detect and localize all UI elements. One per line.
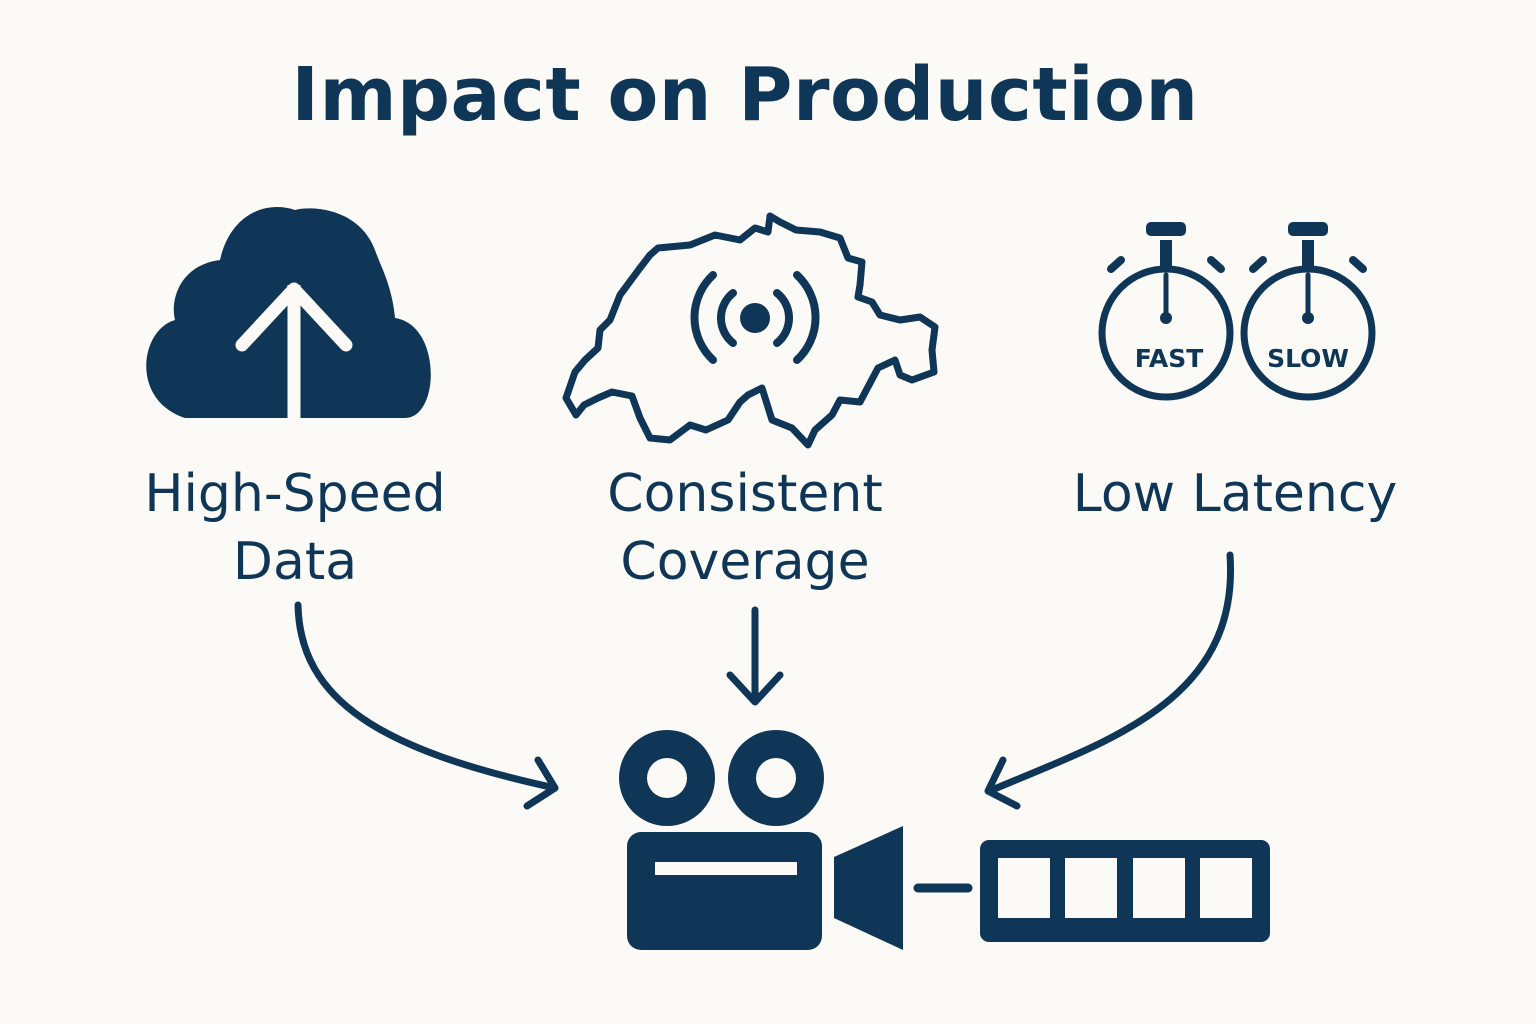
- page-title: Impact on Production: [291, 52, 1199, 138]
- film-strip-icon: [980, 840, 1270, 942]
- feature-label-line: High-Speed: [144, 464, 446, 524]
- feature-label-line: Data: [232, 532, 358, 592]
- film-camera-icon: [619, 730, 903, 950]
- stopwatch-fast-label: FAST: [1135, 344, 1204, 373]
- stopwatch-slow-label: SLOW: [1267, 344, 1349, 373]
- film-frame: [1133, 858, 1185, 918]
- arrow-from-consistent-coverage: [726, 606, 784, 706]
- feature-label-line: Consistent: [607, 464, 883, 524]
- feature-label-high-speed-data: High-Speed Data: [95, 460, 495, 596]
- arrow-from-high-speed-data: [294, 601, 559, 810]
- switzerland-signal-icon: [562, 212, 939, 449]
- feature-label-line: Low Latency: [1072, 464, 1398, 524]
- arrow-from-low-latency: [984, 551, 1234, 810]
- feature-label-low-latency: Low Latency: [1035, 460, 1435, 528]
- feature-label-line: Coverage: [620, 532, 870, 592]
- stopwatch-icon: FAST SLOW: [1098, 222, 1376, 401]
- stopwatch-fast-icon: FAST: [1098, 222, 1234, 401]
- cloud-upload-icon: [146, 207, 431, 418]
- feature-label-consistent-coverage: Consistent Coverage: [545, 460, 945, 596]
- film-frame: [998, 858, 1050, 918]
- film-frame: [1200, 858, 1252, 918]
- film-frame: [1065, 858, 1117, 918]
- stopwatch-slow-icon: SLOW: [1240, 222, 1376, 401]
